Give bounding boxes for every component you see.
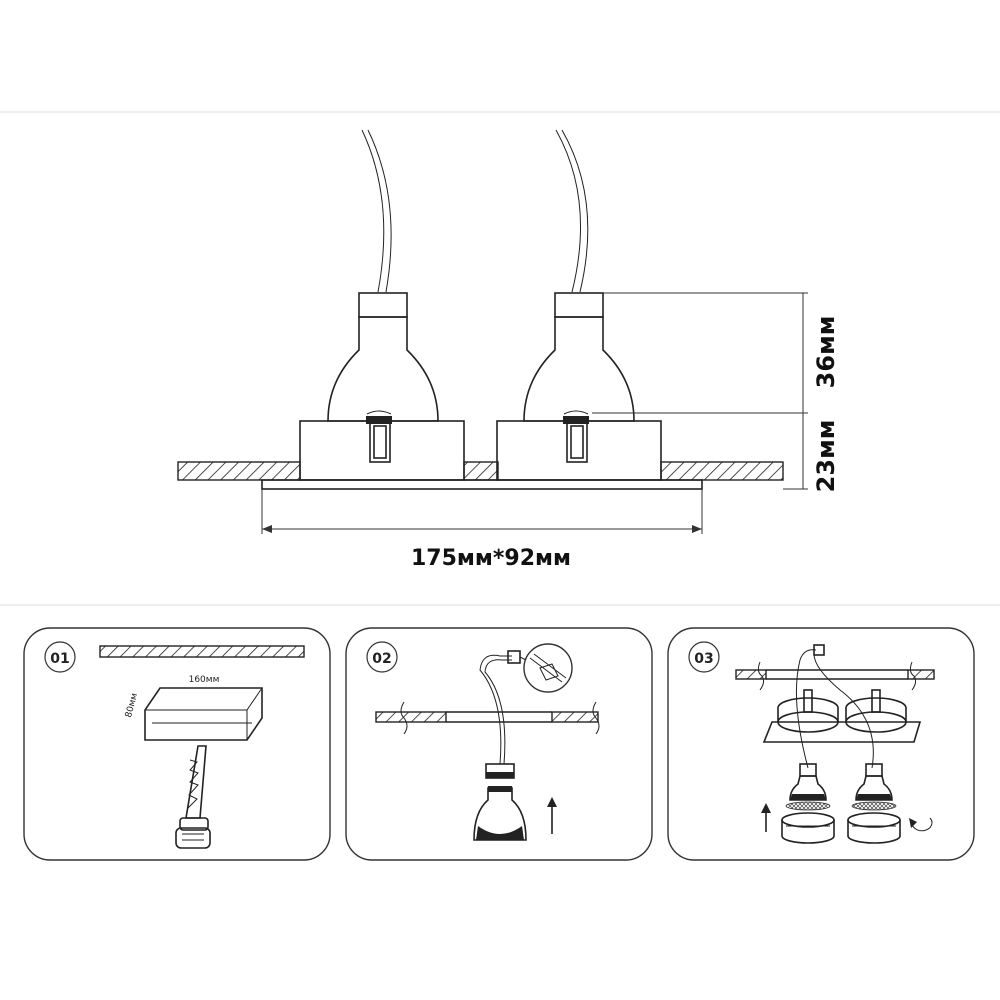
- bulb-left-icon: [789, 763, 827, 801]
- saw-icon: [175, 745, 211, 849]
- rotate-icon: [909, 817, 933, 832]
- ceiling-section-middle: [463, 461, 499, 481]
- retaining-ring-left: [781, 812, 835, 844]
- bulb-right-icon: [855, 763, 893, 801]
- lamp-right: [496, 292, 662, 481]
- step-03-number: 03: [694, 651, 713, 667]
- ceiling-section-right: [660, 461, 784, 481]
- ceiling-section-left: [177, 461, 301, 481]
- step-01-panel: 01 160мм 80мм: [23, 627, 331, 861]
- step-03-panel: 03: [667, 627, 975, 861]
- step-02-number: 02: [372, 651, 391, 667]
- up-arrow-icon: [547, 797, 557, 834]
- step-01-number: 01: [50, 651, 69, 667]
- step-02-panel: 02: [345, 627, 653, 861]
- dim-bottom-height: 23мм: [812, 420, 840, 493]
- step-01-badge: [44, 641, 76, 673]
- dim-top-height: 36мм: [812, 316, 840, 389]
- step-02-badge: [366, 641, 398, 673]
- lamp-left: [299, 292, 465, 481]
- main-fixture-drawing: [177, 129, 808, 534]
- connector-detail-icon: [523, 643, 573, 693]
- dim-size: 175мм*92мм: [411, 546, 571, 571]
- up-arrow-icon: [761, 803, 771, 832]
- retaining-ring-right: [847, 812, 901, 844]
- step-03-badge: [688, 641, 720, 673]
- frame-plate: [261, 479, 703, 490]
- cutout-width-label: 160мм: [189, 675, 220, 685]
- cutout-outline: [144, 687, 263, 741]
- gu10-bulb-icon: [473, 763, 527, 841]
